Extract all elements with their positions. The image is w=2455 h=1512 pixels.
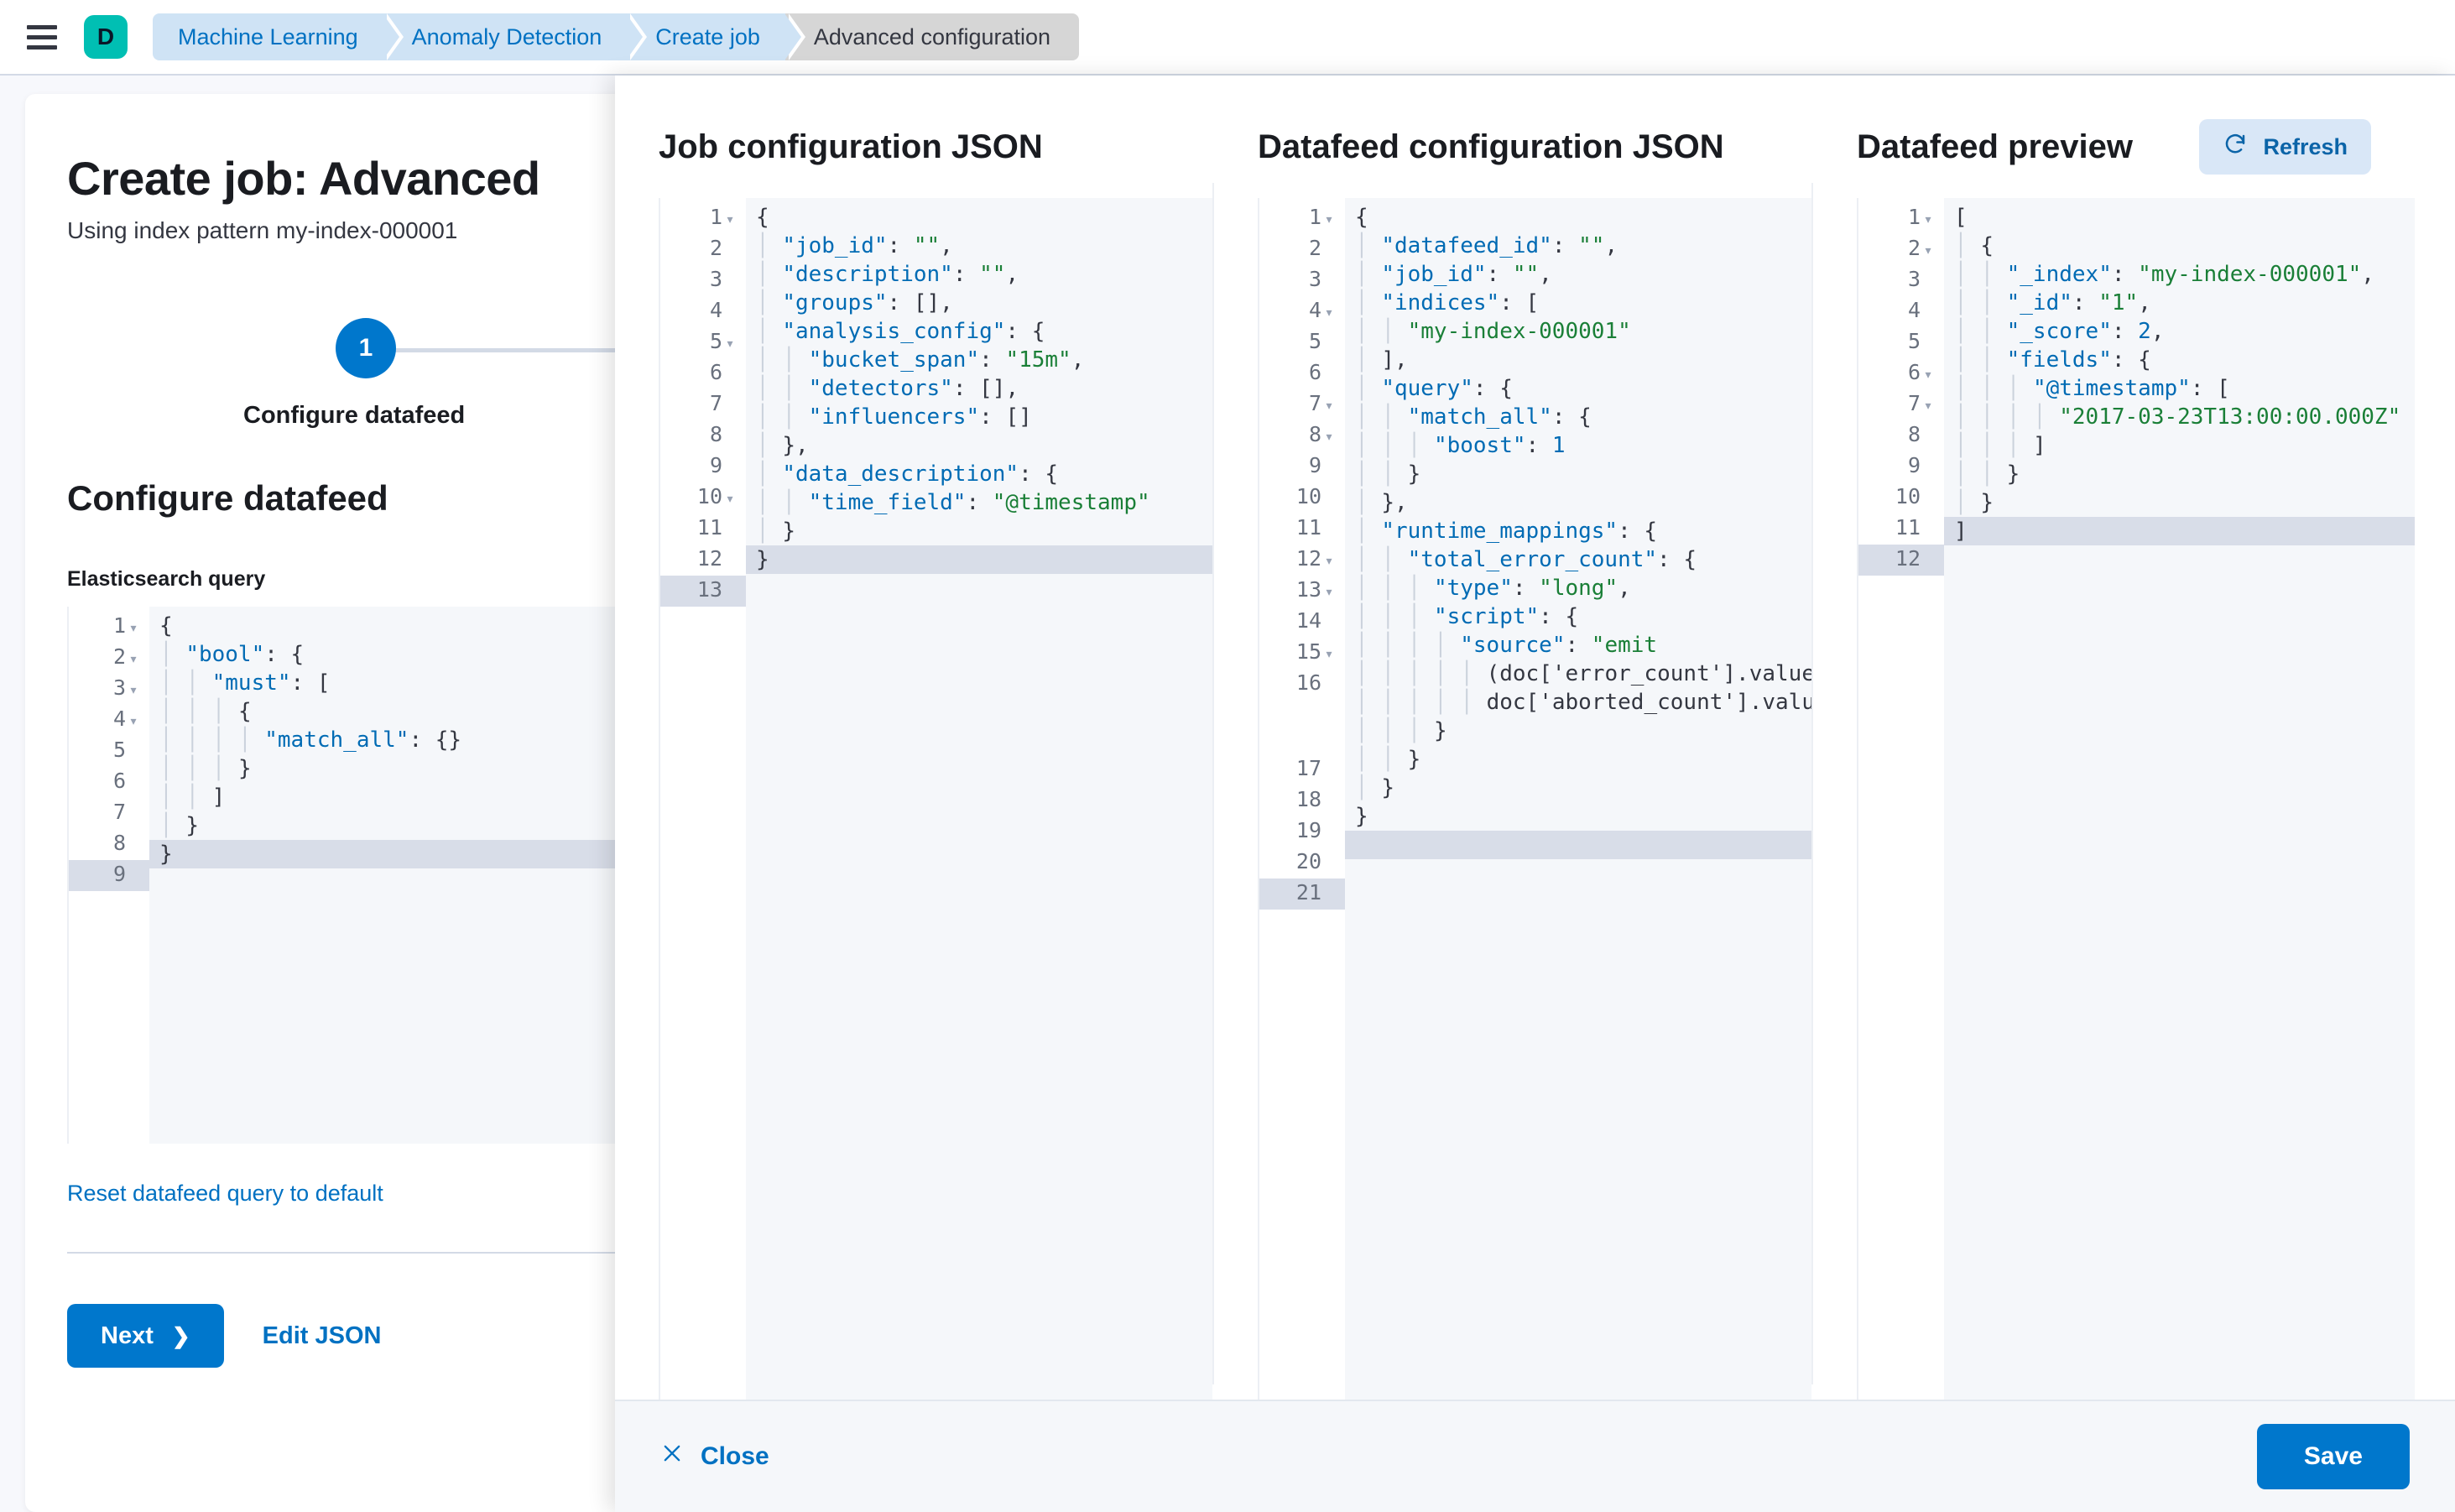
editor-gutter[interactable]: 1▾2▾3▾4▾5▾6▾7▾8▾9▾10▾11▾12▾13▾14▾15▾16▾1…: [1259, 198, 1345, 1400]
next-button-label: Next: [101, 1322, 154, 1349]
save-button[interactable]: Save: [2256, 1424, 2410, 1489]
avatar[interactable]: D: [84, 15, 128, 59]
step-1-circle[interactable]: 1: [336, 318, 396, 378]
wizard-button-row: Next ❯ Edit JSON: [67, 1304, 1146, 1368]
datafeed-configuration-header: Datafeed configuration JSON: [1258, 111, 1811, 183]
editor-code-area[interactable]: {│ "job_id": "",│ "description": "",│ "g…: [746, 198, 1212, 1400]
editor-gutter[interactable]: 1▾2▾3▾4▾5▾6▾7▾8▾9▾: [69, 607, 149, 1144]
datafeed-preview-editor[interactable]: 1▾2▾3▾4▾5▾6▾7▾8▾9▾10▾11▾12▾ [│ {│ │ "_in…: [1857, 198, 2415, 1400]
close-icon: [660, 1442, 684, 1472]
editor-code-area[interactable]: {│ "datafeed_id": "",│ "job_id": "",│ "i…: [1345, 198, 1811, 1400]
refresh-button[interactable]: Refresh: [2199, 119, 2371, 175]
close-button-label: Close: [701, 1442, 769, 1470]
breadcrumb-item-machine-learning[interactable]: Machine Learning: [153, 13, 404, 60]
breadcrumb-item-create-job[interactable]: Create job: [627, 13, 805, 60]
refresh-button-label: Refresh: [2263, 133, 2348, 159]
elasticsearch-query-label: Elasticsearch query: [67, 567, 266, 591]
chevron-right-icon: ❯: [171, 1322, 190, 1348]
editor-code-area[interactable]: [│ {│ │ "_index": "my-index-000001",│ │ …: [1944, 198, 2415, 1400]
breadcrumb-item-advanced-configuration: Advanced configuration: [784, 13, 1080, 60]
datafeed-preview-column: Datafeed preview Refresh 1▾2▾3▾4▾5▾6▾7▾8…: [1813, 76, 2415, 1400]
breadcrumb-item-anomaly-detection[interactable]: Anomaly Detection: [383, 13, 647, 60]
page-subtitle: Using index pattern my-index-000001: [67, 217, 458, 243]
datafeed-configuration-editor[interactable]: 1▾2▾3▾4▾5▾6▾7▾8▾9▾10▾11▾12▾13▾14▾15▾16▾1…: [1258, 198, 1811, 1400]
editor-gutter[interactable]: 1▾2▾3▾4▾5▾6▾7▾8▾9▾10▾11▾12▾13▾: [660, 198, 746, 1400]
next-button[interactable]: Next ❯: [67, 1304, 224, 1368]
edit-json-button[interactable]: Edit JSON: [262, 1322, 382, 1349]
job-configuration-title: Job configuration JSON: [659, 128, 1043, 165]
editor-gutter[interactable]: 1▾2▾3▾4▾5▾6▾7▾8▾9▾10▾11▾12▾: [1858, 198, 1944, 1400]
column-divider: [1212, 183, 1214, 1384]
close-button[interactable]: Close: [660, 1442, 769, 1472]
refresh-icon: [2223, 132, 2248, 163]
column-divider: [1811, 183, 1813, 1384]
job-configuration-editor[interactable]: 1▾2▾3▾4▾5▾6▾7▾8▾9▾10▾11▾12▾13▾ {│ "job_i…: [659, 198, 1212, 1400]
datafeed-configuration-column: Datafeed configuration JSON 1▾2▾3▾4▾5▾6▾…: [1214, 76, 1811, 1400]
flyout-body: Job configuration JSON 1▾2▾3▾4▾5▾6▾7▾8▾9…: [615, 76, 2455, 1400]
section-title: Configure datafeed: [67, 478, 388, 518]
datafeed-configuration-title: Datafeed configuration JSON: [1258, 128, 1724, 165]
top-navigation-bar: D Machine Learning Anomaly Detection Cre…: [0, 0, 2455, 76]
reset-datafeed-query-link[interactable]: Reset datafeed query to default: [67, 1181, 383, 1206]
datafeed-preview-title: Datafeed preview: [1857, 128, 2134, 165]
breadcrumb: Machine Learning Anomaly Detection Creat…: [153, 13, 1080, 60]
job-configuration-header: Job configuration JSON: [659, 111, 1212, 183]
json-flyout: Job configuration JSON 1▾2▾3▾4▾5▾6▾7▾8▾9…: [615, 76, 2455, 1512]
hamburger-icon[interactable]: [27, 23, 60, 50]
divider: [67, 1252, 1104, 1254]
step-1-label: Configure datafeed: [243, 402, 466, 429]
job-configuration-column: Job configuration JSON 1▾2▾3▾4▾5▾6▾7▾8▾9…: [615, 76, 1212, 1400]
flyout-footer: Close Save: [615, 1400, 2455, 1512]
datafeed-preview-header: Datafeed preview Refresh: [1857, 111, 2415, 183]
page-title: Create job: Advanced: [67, 152, 540, 205]
